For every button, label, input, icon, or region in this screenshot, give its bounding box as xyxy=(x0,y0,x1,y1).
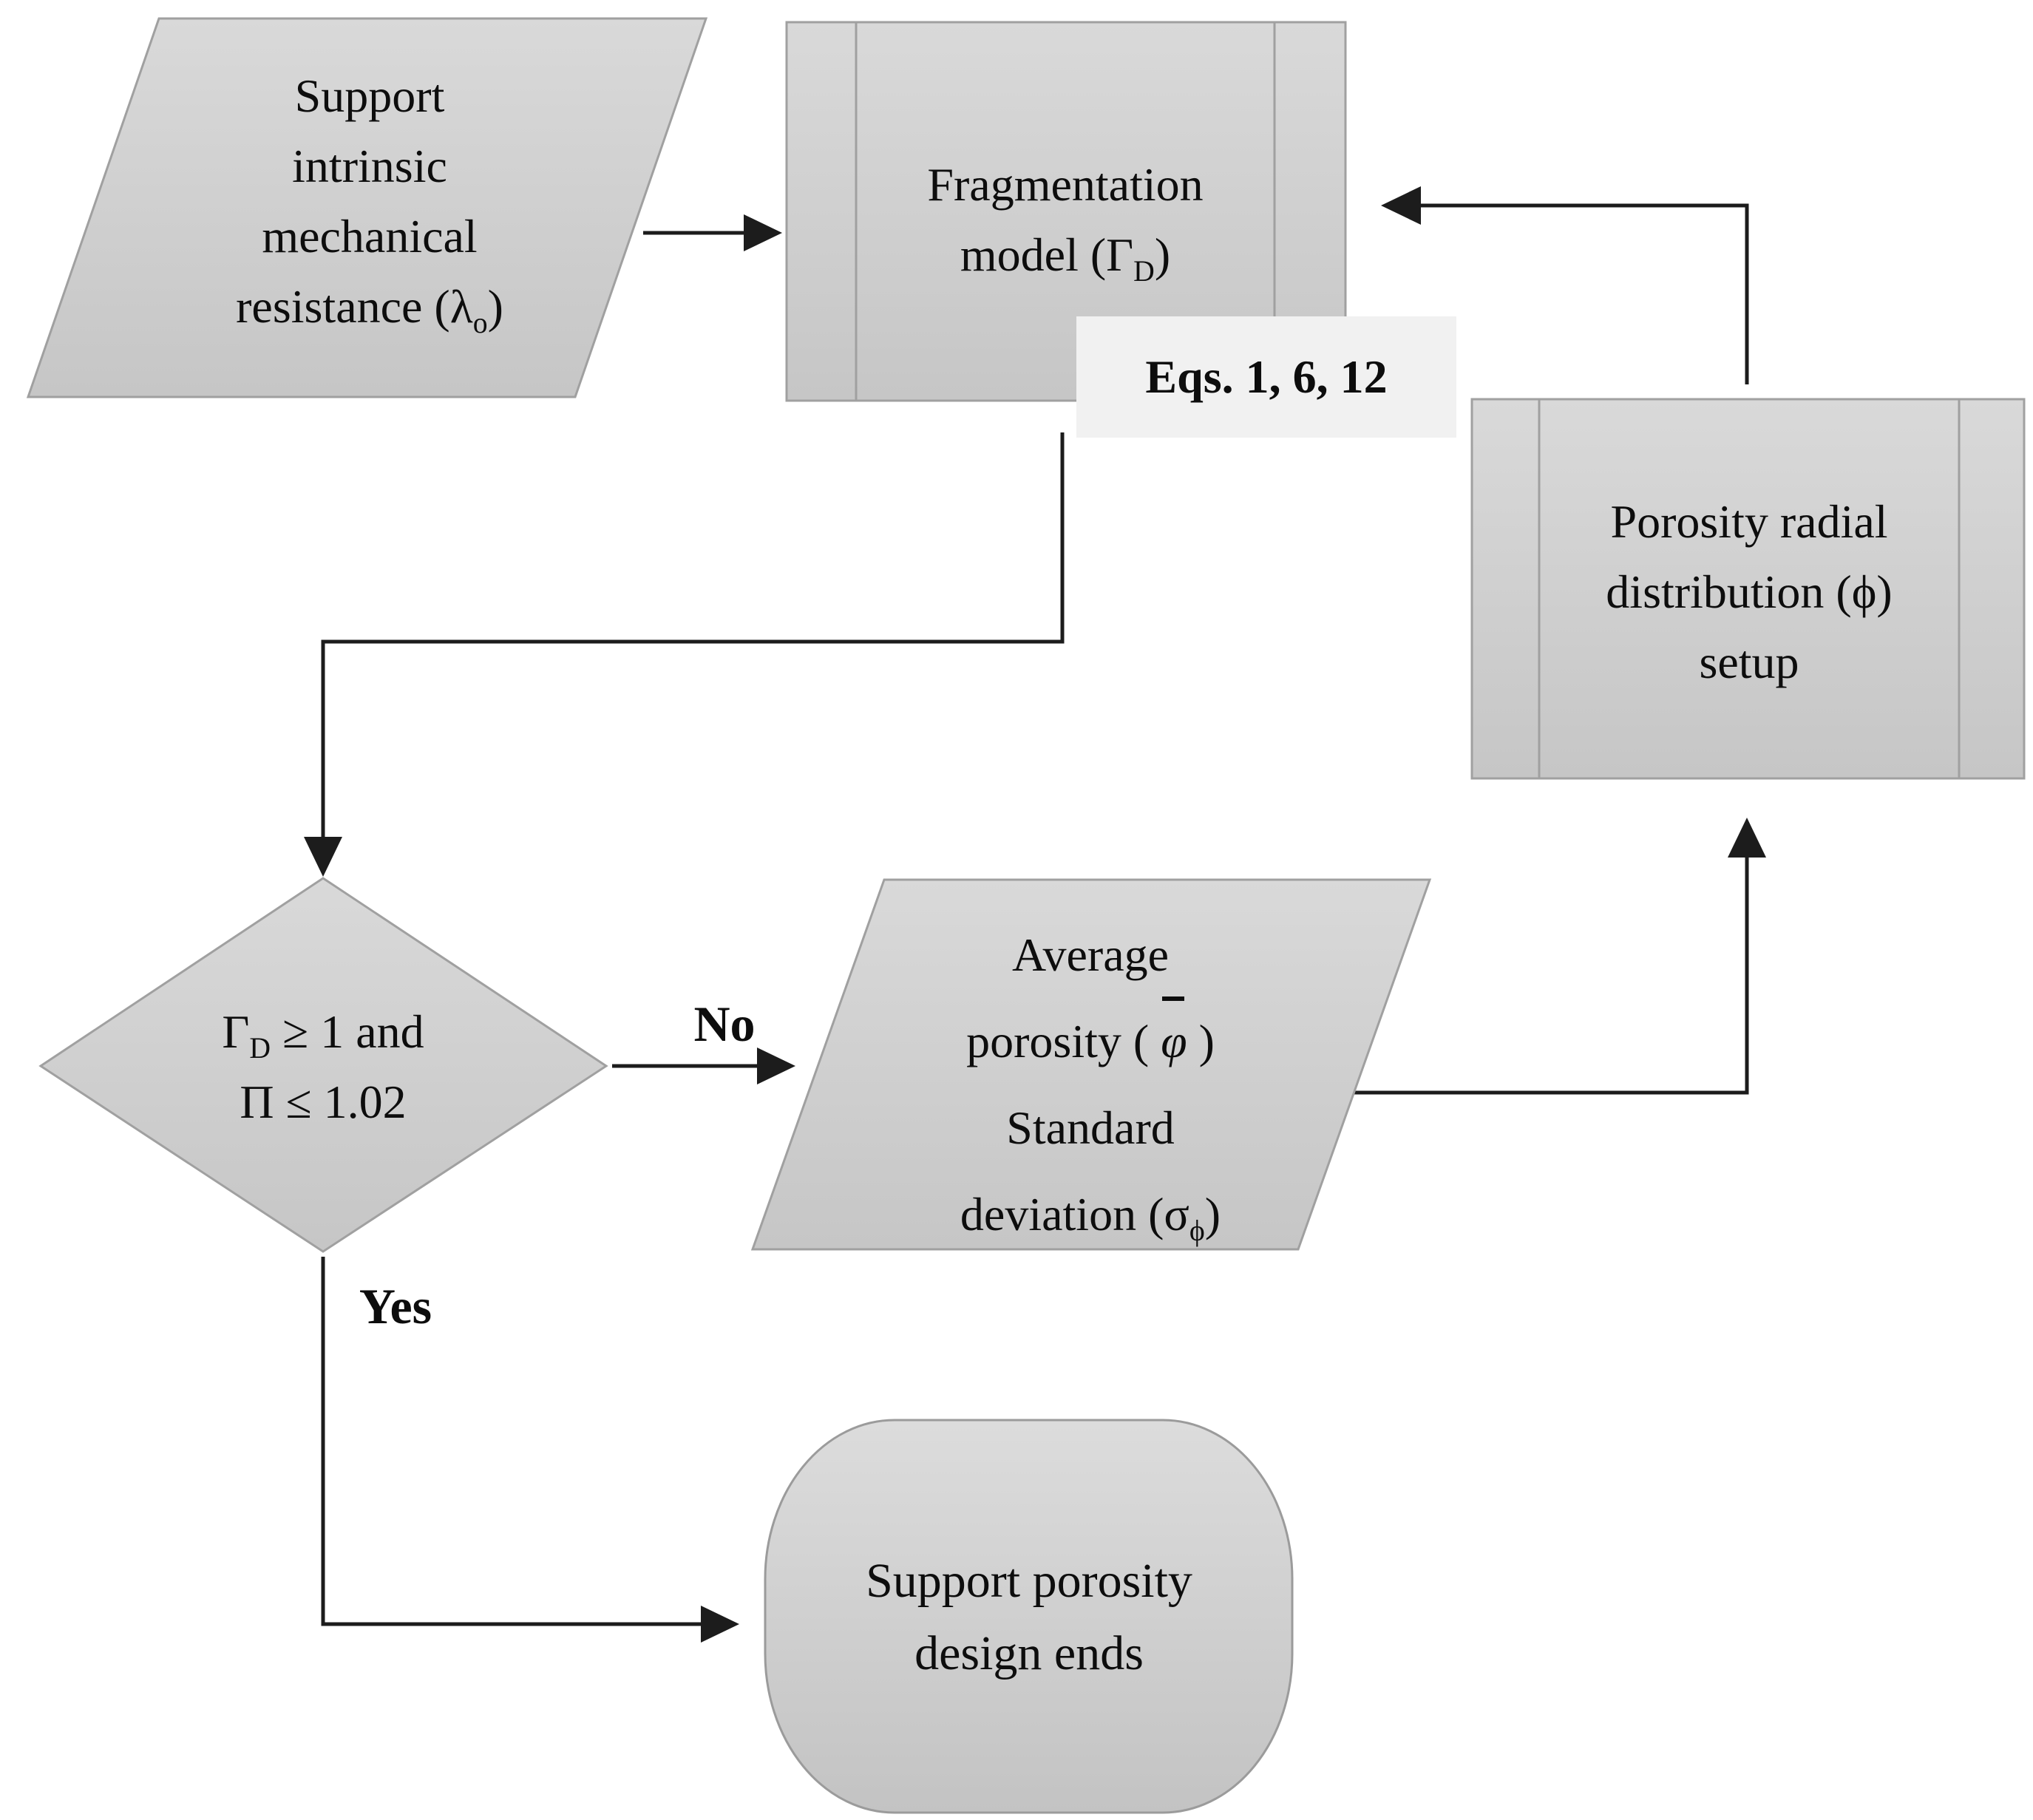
edge-porosity-to-fragmentation-arrowhead xyxy=(1381,186,1421,225)
edge-yes-label: Yes xyxy=(322,1278,469,1334)
decision-shape xyxy=(38,877,608,1253)
label-line: setup xyxy=(1699,636,1799,688)
phi-overbar: φ xyxy=(1161,996,1187,1084)
eqs-note-shape xyxy=(1076,316,1456,438)
label-line: distribution (ϕ) xyxy=(1606,566,1893,618)
support-input-label: Support intrinsic mechanical resistance … xyxy=(126,61,614,342)
label-line: porosity ( φ ) xyxy=(817,996,1364,1084)
label-line: ΓD ≥ 1 and xyxy=(222,1005,424,1065)
edge-input-to-fragmentation-arrowhead xyxy=(744,214,782,251)
design-ends-shape xyxy=(764,1419,1294,1814)
label-line: Porosity radial xyxy=(1610,495,1888,548)
label-line: Fragmentation xyxy=(927,158,1204,211)
average-porosity-label: Average porosity ( φ ) Standard deviatio… xyxy=(817,911,1364,1257)
edge-porosity-to-fragmentation xyxy=(1416,203,1749,384)
label-line: Π ≤ 1.02 xyxy=(240,1076,407,1128)
label-line: Standard xyxy=(1006,1101,1175,1154)
edge-average-to-porosity xyxy=(1354,856,1749,1095)
porosity-setup-shape xyxy=(1470,398,2026,780)
label-line: Yes xyxy=(359,1278,432,1334)
edge-decision-yes-arrowhead xyxy=(701,1606,739,1643)
label-line: No xyxy=(693,996,756,1052)
porosity-setup-label: Porosity radial distribution (ϕ) setup xyxy=(1538,486,1961,697)
support-input-shape xyxy=(26,17,708,398)
label-line: resistance (λo) xyxy=(236,280,503,339)
edge-no-label: No xyxy=(651,996,798,1052)
label-line: deviation (σϕ) xyxy=(960,1188,1221,1247)
label-line: Support porosity xyxy=(866,1554,1192,1608)
edge-fragmentation-to-decision xyxy=(321,432,1065,838)
label-line: mechanical xyxy=(262,210,478,262)
average-porosity-shape xyxy=(750,878,1432,1251)
edge-decision-yes xyxy=(321,1257,702,1626)
eqs-note-label: Eqs. 1, 6, 12 xyxy=(1076,342,1456,412)
label-line: design ends xyxy=(914,1626,1144,1680)
label-line: Support xyxy=(294,69,445,122)
label-line: model (ΓD) xyxy=(960,228,1171,288)
label-line: Average xyxy=(1012,928,1169,981)
design-ends-label: Support porosity design ends xyxy=(802,1545,1256,1690)
label-line: intrinsic xyxy=(292,140,447,192)
fragmentation-label: Fragmentation model (ΓD) xyxy=(856,149,1275,290)
decision-label: ΓD ≥ 1 and Π ≤ 1.02 xyxy=(101,996,545,1137)
label-line: Eqs. 1, 6, 12 xyxy=(1145,350,1388,403)
edge-decision-no-arrowhead xyxy=(757,1047,795,1084)
edge-fragmentation-to-decision-arrowhead xyxy=(304,837,342,877)
edge-average-to-porosity-arrowhead xyxy=(1728,818,1766,858)
